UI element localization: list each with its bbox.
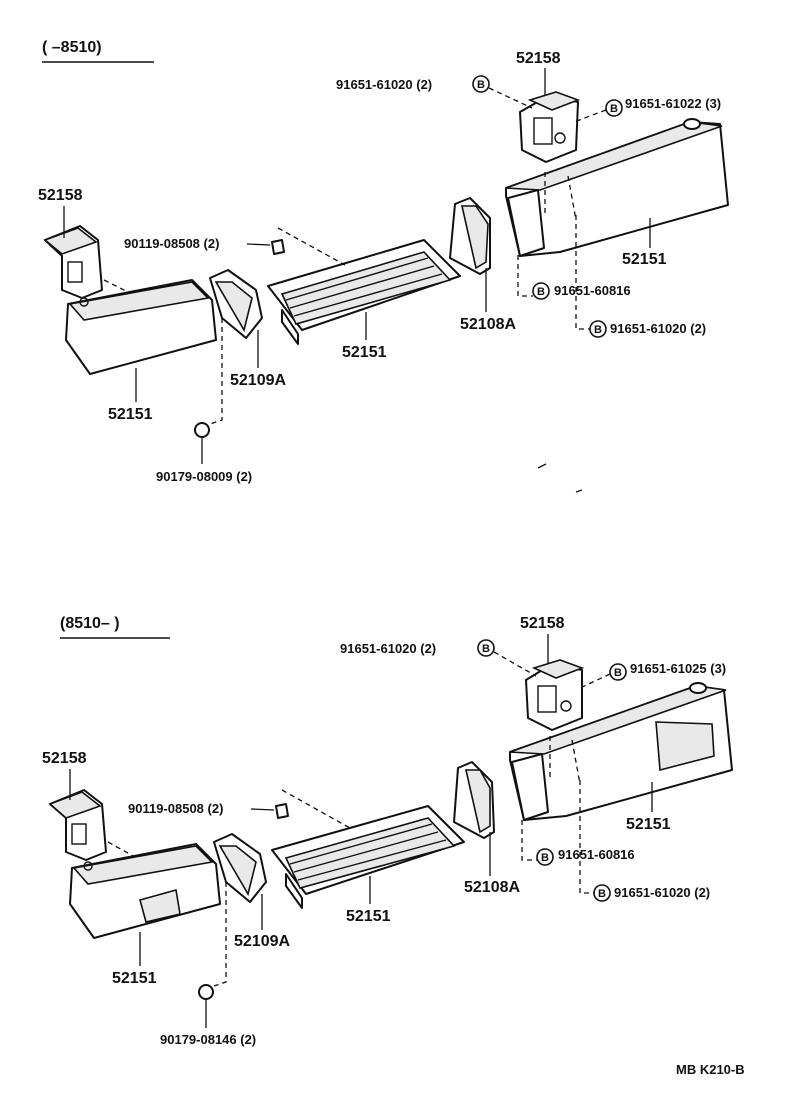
- bolt-marker-b: B: [609, 663, 627, 681]
- svg-text:B: B: [541, 852, 549, 864]
- bracket-top-part: [519, 91, 581, 163]
- bolt-marker-c: B: [536, 848, 554, 866]
- bumper-left-part: [65, 279, 217, 375]
- svg-text:B: B: [614, 667, 622, 679]
- svg-text:B: B: [598, 888, 606, 900]
- cover-right-part: [453, 761, 495, 839]
- bolt-b-label: 91651-61025 (3): [630, 661, 726, 676]
- bracket-top-part: [525, 659, 585, 731]
- screw-part: [271, 227, 346, 266]
- bumper-right-part: [509, 682, 733, 821]
- section-late: (8510– ) 52158 B 91651-61020 (2) B 91651…: [42, 615, 733, 1047]
- bracket-top-label: 52158: [516, 50, 561, 67]
- section-early: ( –8510) 52158 B 91651-61020 (2) B 91651…: [38, 39, 729, 493]
- bolt-d-label: 91651-61020 (2): [614, 885, 710, 900]
- bolt-marker-a: B: [477, 639, 495, 657]
- svg-text:B: B: [537, 286, 545, 298]
- step-center-label: 52151: [342, 344, 387, 361]
- svg-text:B: B: [610, 103, 618, 115]
- screw-label: 90119-08508 (2): [124, 236, 219, 251]
- figure-code: MB K210-B: [676, 1062, 745, 1077]
- bracket-left-label: 52158: [42, 750, 87, 767]
- section-header: (8510– ): [60, 615, 120, 632]
- cover-left-part: [213, 833, 267, 903]
- bumper-right-label: 52151: [622, 251, 667, 268]
- cover-left-label: 52109A: [230, 372, 286, 389]
- step-center-label: 52151: [346, 908, 391, 925]
- bolt-d-label: 91651-61020 (2): [610, 321, 706, 336]
- nut-part: [194, 318, 223, 438]
- step-center-part: [271, 805, 465, 909]
- bolt-marker-b: B: [605, 99, 623, 117]
- bumper-right-part: [505, 118, 729, 257]
- step-center-part: [267, 239, 461, 345]
- svg-text:B: B: [482, 643, 490, 655]
- cover-right-label: 52108A: [464, 879, 520, 896]
- bolt-a-label: 91651-61020 (2): [336, 77, 432, 92]
- nut-label: 90179-08009 (2): [156, 469, 252, 484]
- bracket-left-part: [43, 225, 103, 299]
- svg-text:B: B: [594, 324, 602, 336]
- bolt-b-label: 91651-61022 (3): [625, 96, 721, 111]
- bracket-left-label: 52158: [38, 187, 83, 204]
- bolt-marker-d: B: [589, 320, 607, 338]
- bumper-left-label: 52151: [108, 406, 153, 423]
- nut-part: [198, 882, 227, 1000]
- cover-right-part: [449, 197, 491, 275]
- cover-left-part: [209, 269, 263, 339]
- bumper-right-label: 52151: [626, 816, 671, 833]
- nut-label: 90179-08146 (2): [160, 1032, 256, 1047]
- bracket-left-part: [48, 789, 107, 861]
- bolt-marker-c: B: [532, 282, 550, 300]
- screw-part: [275, 789, 351, 829]
- bolt-c-label: 91651-60816: [558, 847, 635, 862]
- section-header: ( –8510): [42, 39, 102, 56]
- bumper-left-part: [69, 843, 221, 939]
- cover-right-label: 52108A: [460, 316, 516, 333]
- bumper-left-label: 52151: [112, 970, 157, 987]
- bolt-marker-d: B: [593, 884, 611, 902]
- bolt-marker-a: B: [472, 75, 490, 93]
- cover-left-label: 52109A: [234, 933, 290, 950]
- screw-label: 90119-08508 (2): [128, 801, 223, 816]
- svg-text:B: B: [477, 79, 485, 91]
- bolt-c-label: 91651-60816: [554, 283, 631, 298]
- bolt-a-label: 91651-61020 (2): [340, 641, 436, 656]
- bracket-top-label: 52158: [520, 615, 565, 632]
